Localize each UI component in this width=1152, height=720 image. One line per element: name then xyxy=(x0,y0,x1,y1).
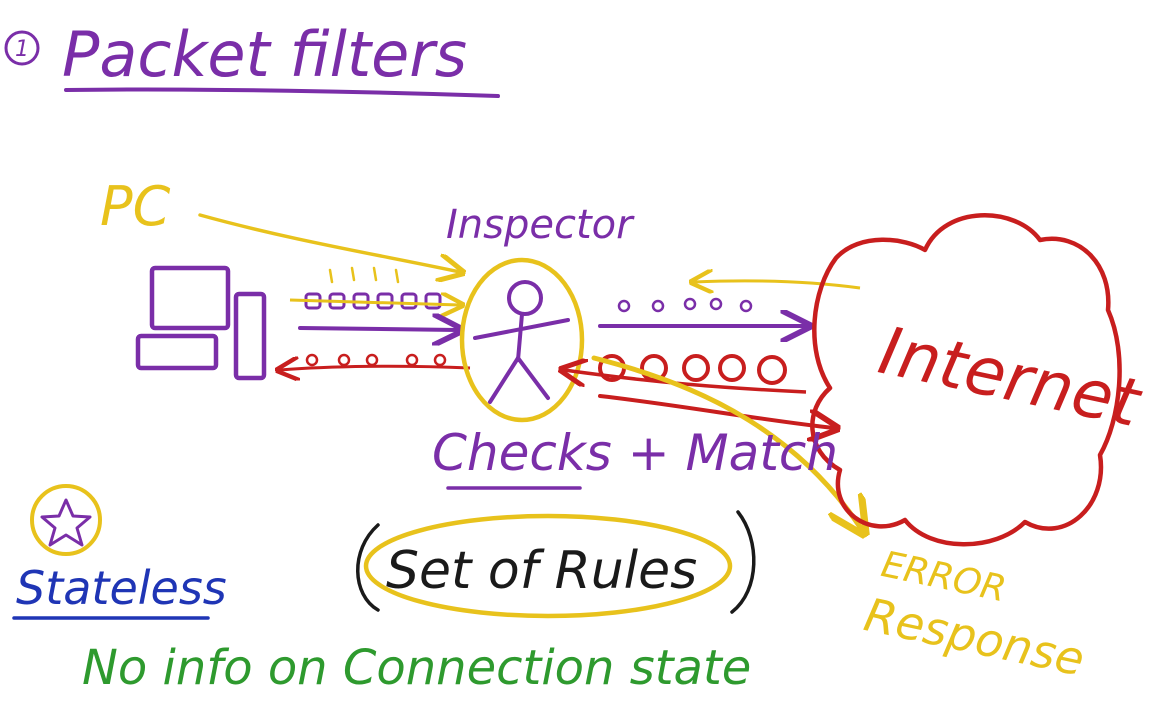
page-title: Packet filters xyxy=(62,18,467,91)
star-icon xyxy=(30,484,102,556)
outgoing-packets-to-internet xyxy=(617,297,753,313)
outgoing-packet-ticks xyxy=(328,266,400,284)
inspector-ellipse xyxy=(459,257,585,423)
rules-ellipse xyxy=(363,513,733,619)
incoming-red-arrow-to-pc xyxy=(280,366,471,370)
pc-to-inspector-arrow xyxy=(198,213,460,272)
computer-icon xyxy=(135,265,267,381)
pc-label: PC xyxy=(100,175,171,238)
title-number: 1 xyxy=(15,37,29,62)
no-info-label: No info on Connection state xyxy=(82,640,751,696)
rules-label: Set of Rules xyxy=(386,541,697,601)
rules-right-paren xyxy=(730,510,756,614)
title-group: 1 Packet filters xyxy=(4,18,500,98)
reject-red-arrow xyxy=(598,394,834,428)
outgoing-yellow-arrow xyxy=(289,300,460,305)
error-arrow xyxy=(591,355,862,530)
stick-figure-icon xyxy=(473,280,570,404)
stateless-label: Stateless xyxy=(16,561,227,615)
title-number-circle xyxy=(4,30,40,66)
outgoing-purple-arrow xyxy=(298,328,458,330)
rules-left-paren xyxy=(356,523,380,612)
internet-label: Internet xyxy=(873,312,1149,442)
cloud-icon xyxy=(810,213,1122,547)
incoming-red-arrow-to-inspector xyxy=(564,370,807,394)
title-underline xyxy=(64,87,500,98)
checks-match-label: Checks + Match xyxy=(432,424,838,482)
inspector-label: Inspector xyxy=(446,202,635,248)
rules-group: Set of Rules xyxy=(356,510,756,619)
incoming-packets-to-pc xyxy=(305,353,447,367)
incoming-yellow-arrow-from-internet xyxy=(694,281,861,288)
